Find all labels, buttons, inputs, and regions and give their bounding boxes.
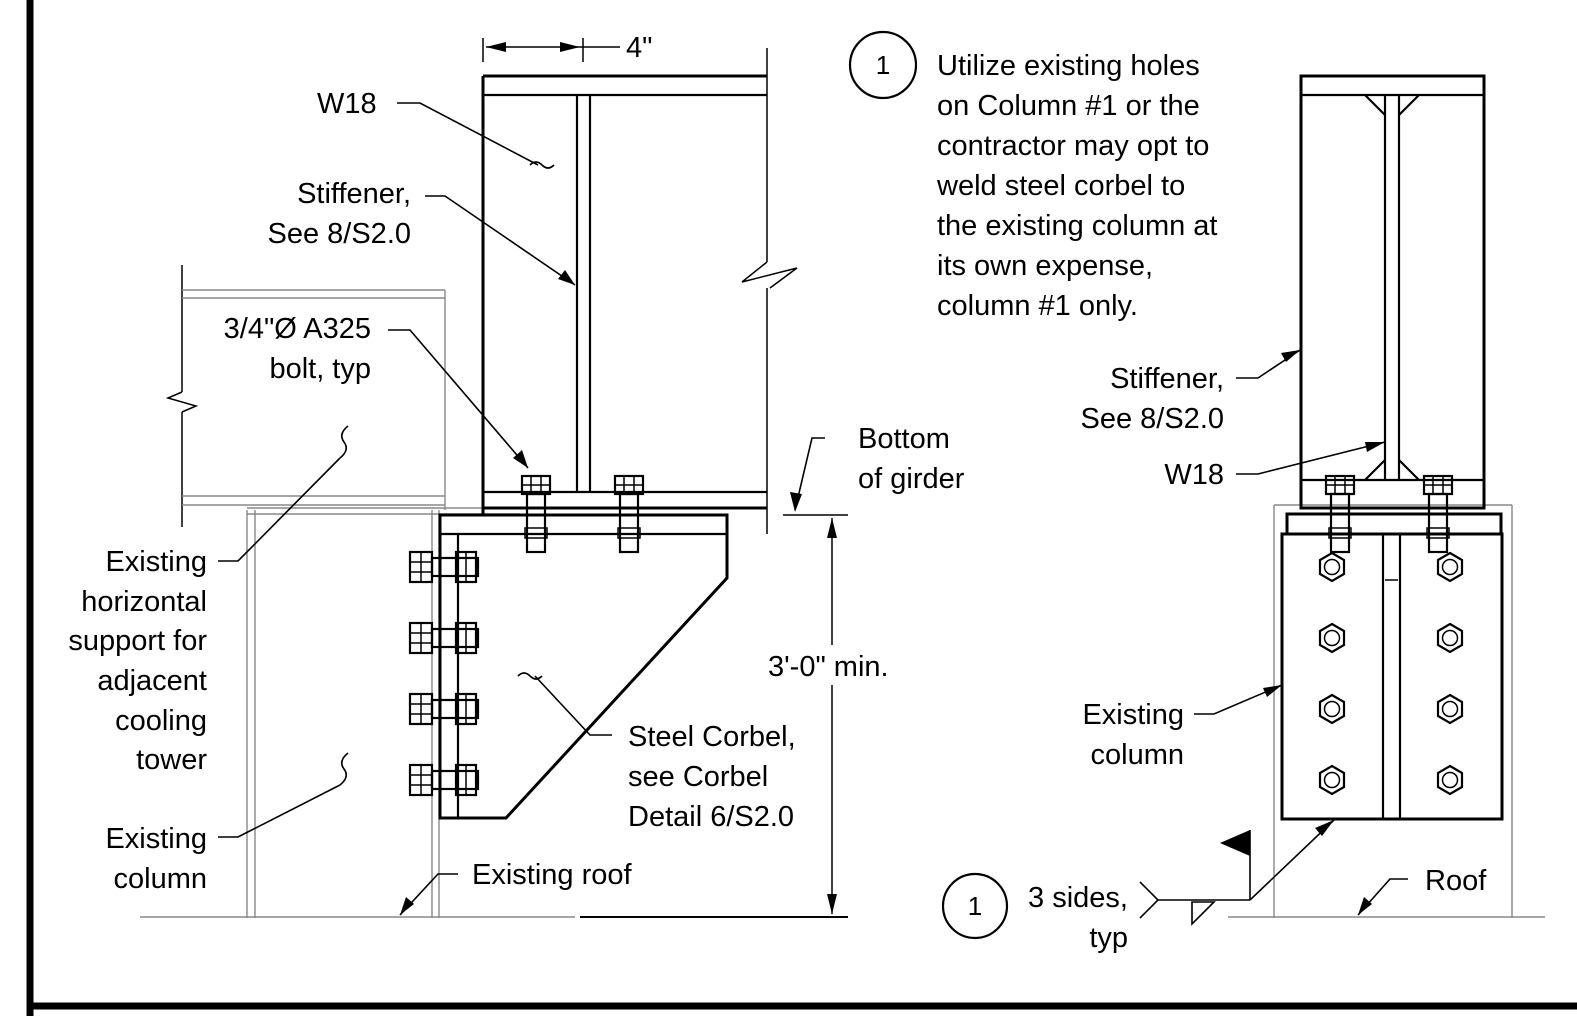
right-stiffener-label-1: Stiffener, [1110,363,1224,395]
note-bubble [848,30,918,100]
existing-roof-label: Existing roof [472,859,633,891]
weld-note-bubble [941,872,1009,940]
right-w18-label: W18 [1164,459,1224,491]
corbel-label-2: see Corbel [628,761,768,793]
note-line-4: weld steel corbel to [936,170,1185,202]
note-line-3: contractor may opt to [937,130,1209,162]
note-line-6: its own expense, [937,250,1153,282]
horizontal-support-label-2: horizontal [81,586,207,618]
note-line-2: on Column #1 or the [937,90,1200,122]
column-nut-2 [1436,551,1464,583]
left-w18-label: W18 [317,88,377,120]
left-existing-column-label-2: column [114,863,208,895]
bolt-label-1: 3/4"Ø A325 [224,313,371,345]
note-line-1: Utilize existing holes [937,50,1200,82]
right-existing-column-label-1: Existing [1082,699,1184,731]
column-nut-6 [1436,693,1464,725]
left-stiffener-label-2: See 8/S2.0 [268,218,412,250]
weld-label-1: 3 sides, [1028,882,1128,914]
column-bolt-2 [408,621,480,655]
note-line-5: the existing column at [937,210,1217,242]
column-bolt-1 [408,550,480,584]
left-leaders [218,102,825,916]
right-existing-column-label-2: column [1091,739,1185,771]
w18-girder-elevation [481,48,798,534]
left-detail: 4" 3'-0" min. [68,32,965,918]
horizontal-support-label-4: adjacent [97,665,207,697]
column-nut-3 [1318,622,1346,654]
bottom-girder-label-1: Bottom [858,423,950,455]
left-existing-column-label-1: Existing [105,823,207,855]
weld-label-2: typ [1089,922,1128,954]
dim-3ft-label: 3'-0" min. [768,651,889,683]
dimension-4in: 4" [482,32,652,64]
roof-label: Roof [1425,865,1487,897]
note-number: 1 [876,50,890,80]
existing-column-right-outline [1228,504,1545,918]
horizontal-support-label-6: tower [136,744,207,776]
weld-note-number: 1 [968,891,982,921]
corbel-label-3: Detail 6/S2.0 [628,801,794,833]
column-bolt-4 [408,763,480,797]
horizontal-support-label-3: support for [68,625,207,657]
bottom-girder-label-2: of girder [858,463,965,495]
column-nut-5 [1318,693,1346,725]
bolt-label-2: bolt, typ [269,353,371,385]
column-nut-1 [1318,551,1346,583]
horizontal-support-label-1: Existing [105,546,207,578]
horizontal-support-label-5: cooling [115,705,207,737]
column-nut-4 [1436,622,1464,654]
column-nut-7 [1318,764,1346,796]
fillet-weld-icon [1191,901,1216,926]
right-stiffener-label-2: See 8/S2.0 [1081,403,1225,435]
field-weld-flag-icon [1220,830,1250,856]
column-bolt-3 [408,692,480,726]
right-detail: 1 Utilize existing holes on Column #1 or… [848,30,1545,954]
dimension-3ft: 3'-0" min. [750,514,910,914]
weld-symbol: 1 [941,819,1335,940]
corbel-label-1: Steel Corbel, [628,721,796,753]
corbel-section [1280,512,1504,821]
w18-girder-section [1299,74,1486,510]
note-line-7: column #1 only. [937,290,1138,322]
existing-horizontal-support [165,265,520,527]
dim-4in-label: 4" [626,32,652,64]
left-stiffener-label-1: Stiffener, [297,178,411,210]
column-nut-8 [1436,764,1464,796]
right-leaders [1194,349,1408,916]
